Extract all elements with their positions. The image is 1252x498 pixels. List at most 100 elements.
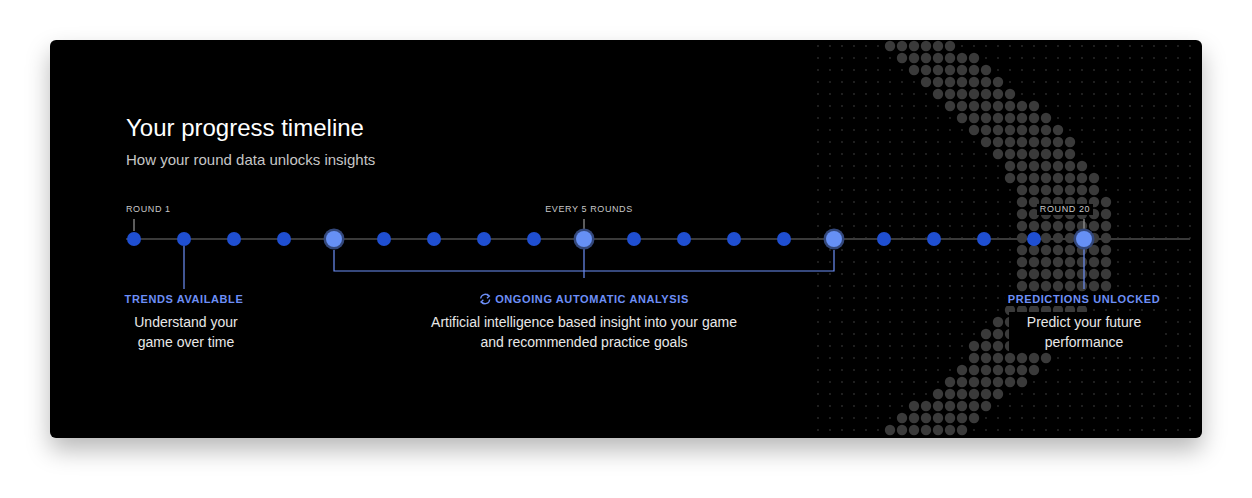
texture-dot (1093, 141, 1095, 143)
round-dot (477, 232, 491, 246)
texture-dot (973, 225, 975, 227)
texture-dot (897, 41, 907, 51)
texture-dot (985, 249, 987, 251)
texture-dot (901, 129, 903, 131)
texture-dot (1041, 137, 1051, 147)
texture-dot (925, 273, 927, 275)
texture-dot (997, 45, 999, 47)
texture-dot (1009, 57, 1011, 59)
texture-dot (993, 125, 1003, 135)
texture-dot (913, 333, 915, 335)
texture-dot (961, 225, 963, 227)
texture-dot (1129, 153, 1131, 155)
texture-dot (1009, 261, 1011, 263)
round-dot (677, 232, 691, 246)
texture-dot (985, 321, 987, 323)
texture-dot (817, 249, 819, 251)
texture-dot (817, 357, 819, 359)
texture-dot (973, 141, 975, 143)
round-dot (677, 232, 691, 246)
texture-dot (1165, 345, 1167, 347)
texture-dot (829, 297, 831, 299)
texture-dot (949, 201, 951, 203)
texture-dot (945, 89, 955, 99)
round-dot (427, 232, 441, 246)
texture-dot (1189, 165, 1191, 167)
texture-dot (937, 357, 939, 359)
texture-dot (1053, 125, 1063, 135)
texture-dot (973, 429, 975, 431)
texture-dot (841, 57, 843, 59)
texture-dot (1105, 93, 1107, 95)
texture-dot (925, 261, 927, 263)
texture-dot (1105, 81, 1107, 83)
texture-dot (909, 401, 919, 411)
texture-dot (937, 177, 939, 179)
texture-dot (913, 297, 915, 299)
texture-dot (1101, 281, 1111, 291)
texture-dot (949, 261, 951, 263)
texture-dot (877, 45, 879, 47)
texture-dot (973, 297, 975, 299)
texture-dot (1101, 245, 1111, 255)
texture-dot (1177, 189, 1179, 191)
texture-dot (969, 113, 979, 123)
texture-dot (913, 273, 915, 275)
texture-dot (1129, 69, 1131, 71)
milestone-text: Artificial intelligence based insight in… (428, 312, 740, 352)
texture-dot (817, 345, 819, 347)
texture-dot (1081, 117, 1083, 119)
texture-dot (997, 213, 999, 215)
texture-dot (889, 273, 891, 275)
texture-dot (1141, 81, 1143, 83)
texture-dot (997, 405, 999, 407)
round-dot (576, 231, 592, 247)
texture-dot (933, 77, 943, 87)
texture-dot (1129, 81, 1131, 83)
texture-dot (985, 153, 987, 155)
texture-dot (937, 117, 939, 119)
texture-dot (817, 381, 819, 383)
texture-dot (985, 165, 987, 167)
texture-dot (841, 249, 843, 251)
texture-dot (1117, 369, 1119, 371)
texture-dot (921, 65, 931, 75)
texture-dot (1033, 81, 1035, 83)
texture-dot (889, 153, 891, 155)
texture-dot (1009, 249, 1011, 251)
texture-dot (997, 309, 999, 311)
texture-dot (865, 333, 867, 335)
texture-dot (997, 249, 999, 251)
texture-dot (889, 345, 891, 347)
texture-dot (1033, 417, 1035, 419)
texture-dot (997, 165, 999, 167)
texture-dot (829, 309, 831, 311)
texture-dot (925, 105, 927, 107)
texture-dot (1117, 273, 1119, 275)
texture-dot (1093, 165, 1095, 167)
texture-dot (817, 261, 819, 263)
leader-line (1083, 249, 1084, 289)
texture-dot (889, 393, 891, 395)
texture-dot (957, 401, 967, 411)
round-dot (777, 232, 791, 246)
texture-dot (1005, 173, 1015, 183)
texture-dot (817, 321, 819, 323)
texture-dot (1117, 357, 1119, 359)
texture-dot (1005, 365, 1015, 375)
texture-dot (1053, 185, 1063, 195)
texture-dot (1189, 117, 1191, 119)
texture-dot (853, 213, 855, 215)
texture-dot (937, 105, 939, 107)
texture-dot (981, 389, 991, 399)
texture-dot (865, 393, 867, 395)
texture-dot (1093, 369, 1095, 371)
texture-dot (901, 225, 903, 227)
texture-dot (841, 177, 843, 179)
texture-dot (985, 177, 987, 179)
texture-dot (865, 417, 867, 419)
texture-dot (985, 285, 987, 287)
texture-dot (1189, 213, 1191, 215)
texture-dot (865, 201, 867, 203)
texture-dot (1177, 309, 1179, 311)
